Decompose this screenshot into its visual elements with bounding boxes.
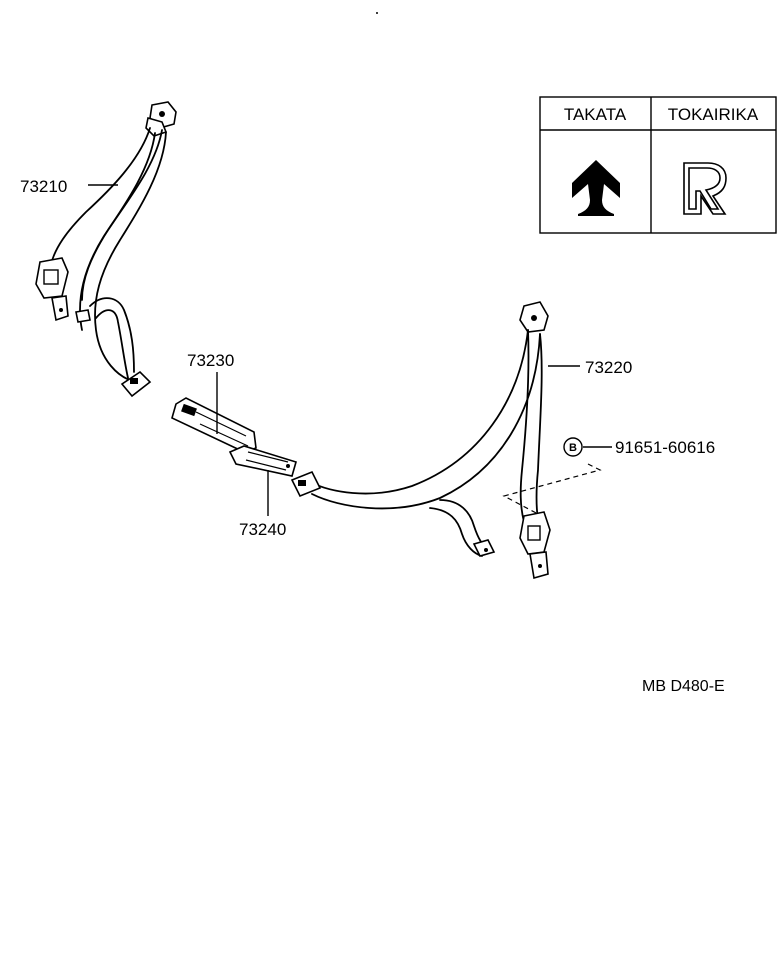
part-label-73210: 73210 [20, 177, 67, 196]
reference-code: MB D480-E [642, 678, 725, 695]
part-label-73220: 73220 [585, 358, 632, 377]
part-label-73230: 73230 [187, 351, 234, 370]
tokairika-logo-icon [683, 162, 727, 215]
maker-tokairika-header: TOKAIRIKA [668, 105, 759, 124]
part-label-73240: 73240 [239, 520, 286, 539]
belt-73210 [35, 101, 177, 398]
buckle-73230 [171, 397, 257, 453]
bolt-dashed-line [502, 463, 602, 515]
stray-dot [376, 12, 378, 14]
manufacturer-table: TAKATA TOKAIRIKA [539, 96, 777, 234]
buckle-73240 [228, 445, 297, 477]
bolt-badge-letter: B [569, 442, 577, 454]
part-label-bolt: 91651-60616 [615, 438, 715, 457]
belt-73220 [290, 301, 551, 580]
maker-takata-header: TAKATA [564, 105, 627, 124]
takata-logo-icon [572, 160, 620, 216]
bolt-badge-icon [563, 437, 583, 457]
